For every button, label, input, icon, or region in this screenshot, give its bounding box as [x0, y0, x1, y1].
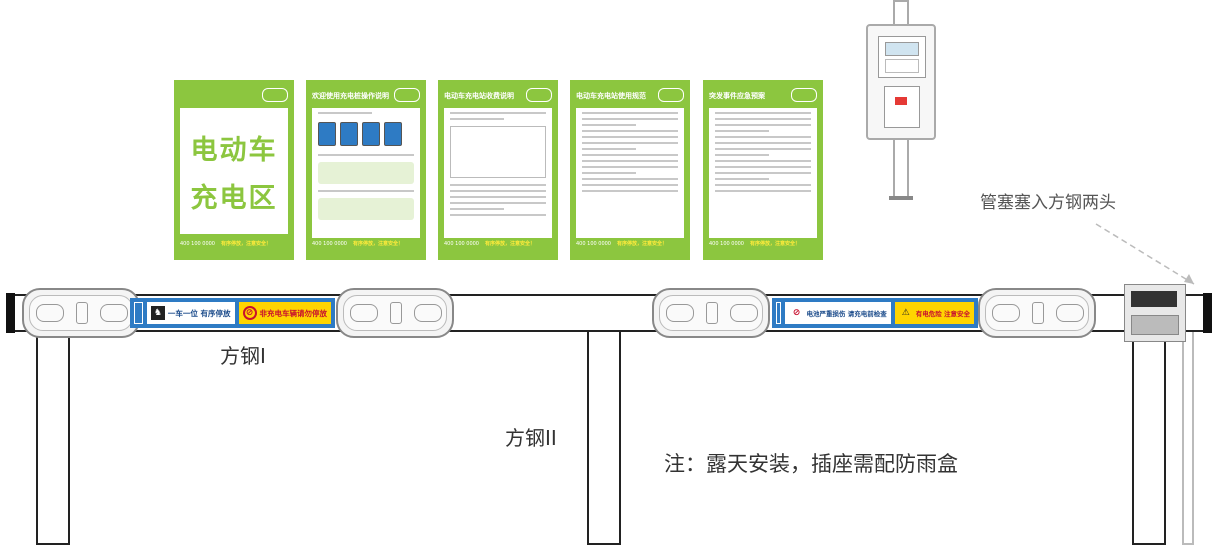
person-parking-icon: ♞ [150, 306, 165, 320]
poster-heading: 电动车充电站收费说明 [444, 92, 514, 100]
socket-4 [978, 288, 1096, 338]
plug-note-arrow [1095, 223, 1195, 285]
pipe-plug-left [6, 293, 15, 333]
control-box [1124, 284, 1186, 342]
energy-meter [878, 36, 926, 78]
steel-i-label: 方钢I [220, 344, 266, 368]
sign-strip-2: ⊘电池严重损伤 请充电前检查 ⚠有电危险 注意安全 [772, 298, 978, 328]
steel-leg-middle [587, 330, 621, 545]
no-entry-icon: ⊘ [242, 306, 257, 320]
no-entry-icon: ⊘ [792, 308, 801, 318]
sign-4: ⚠有电危险 注意安全 [894, 302, 974, 324]
poster-heading: 电动车充电站使用规范 [576, 92, 646, 100]
meter-bottom-pipe [893, 138, 909, 198]
plug-note-label: 管塞塞入方钢两头 [980, 193, 1116, 213]
poster-heading: 欢迎使用充电桩操作说明 [312, 92, 389, 100]
logo-icon [526, 88, 552, 102]
meter-box [866, 24, 936, 140]
sign-3: ⊘电池严重损伤 请充电前检查 [785, 302, 891, 324]
logo-icon [394, 88, 420, 102]
pipe-base [889, 196, 913, 200]
steel-leg-right [1132, 330, 1166, 545]
logo-icon [262, 88, 288, 102]
brand-logo-icon [134, 302, 143, 324]
circuit-breaker [884, 86, 920, 128]
sign-2: ⊘非充电车辆请勿停放 [238, 302, 331, 324]
poster-title-line1: 电动车 [190, 135, 278, 166]
socket-1 [22, 288, 140, 338]
logo-icon [791, 88, 817, 102]
poster-title-line2: 充电区 [190, 183, 278, 214]
sign-1: ♞一车一位 有序停放 [146, 302, 235, 324]
steel-ii-label: 方钢II [505, 426, 557, 450]
steel-leg-right-edge [1182, 330, 1194, 545]
socket-3 [652, 288, 770, 338]
meter-top-pipe [893, 0, 909, 26]
brand-logo-icon [776, 302, 782, 324]
socket-2 [336, 288, 454, 338]
install-note-label: 注：露天安装，插座需配防雨盒 [664, 452, 958, 476]
pipe-plug-right [1203, 293, 1212, 333]
sign-strip-1: ♞一车一位 有序停放 ⊘非充电车辆请勿停放 [130, 298, 335, 328]
poster-heading: 突发事件应急预案 [709, 92, 765, 100]
steel-leg-left [36, 330, 70, 545]
warning-triangle-icon: ⚠ [901, 308, 910, 318]
logo-icon [658, 88, 684, 102]
